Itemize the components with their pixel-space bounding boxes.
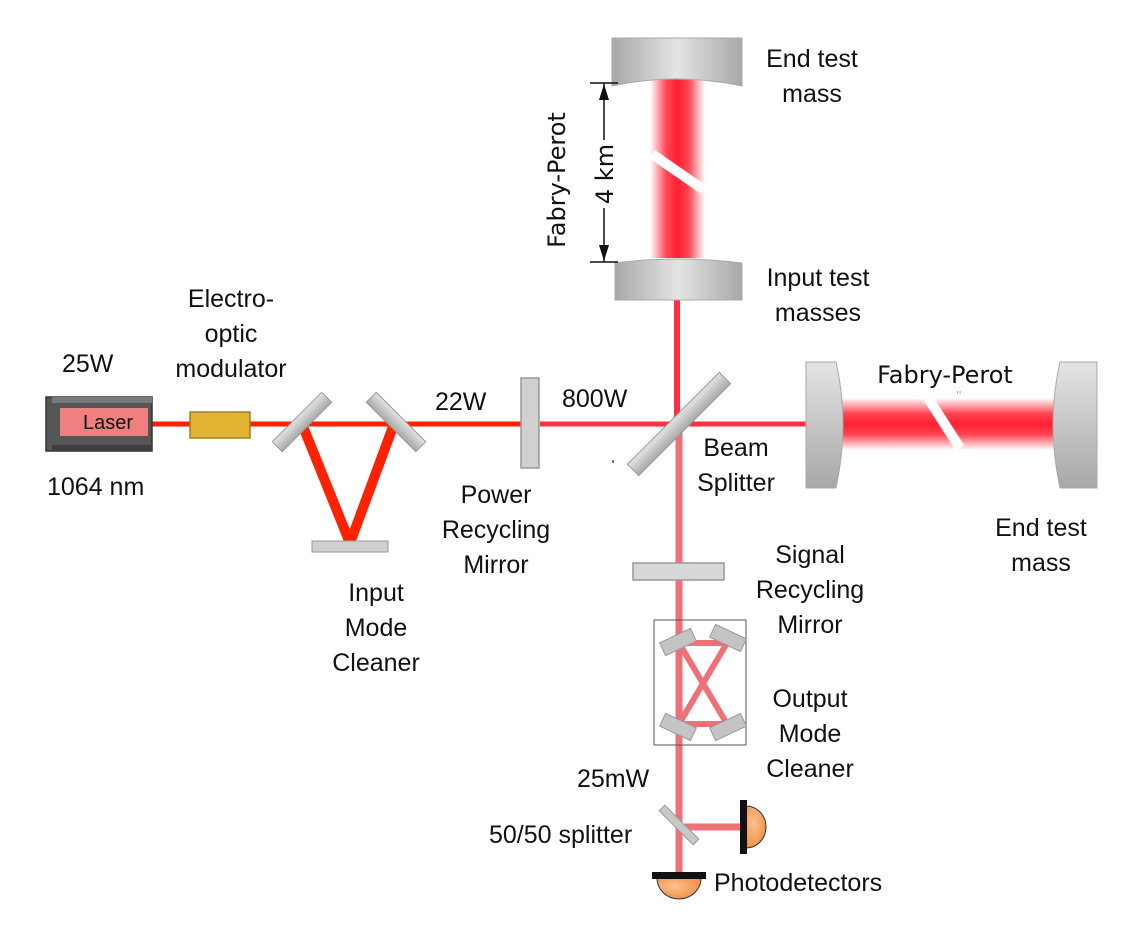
label-prm-line2: Recycling	[442, 516, 550, 544]
label-power-800w: 800W	[562, 385, 628, 413]
imc-mirror-bottom	[311, 540, 389, 553]
laser-window	[60, 408, 148, 436]
label-imc-line3: Cleaner	[332, 649, 420, 677]
imc-beam-right	[345, 422, 399, 545]
label-wavelength: 1064 nm	[47, 473, 144, 501]
label-etm-right-line1: End test	[995, 514, 1087, 542]
laser-bottom-plate	[52, 445, 152, 451]
stray-mark: ''	[956, 390, 962, 401]
label-omc-line2: Mode	[779, 720, 842, 748]
beams	[150, 78, 1057, 878]
omc-box	[653, 619, 747, 746]
laser: Laser	[45, 396, 153, 452]
label-power-22w: 22W	[435, 388, 487, 416]
label-imc-line1: Input	[348, 579, 404, 607]
stray-dot	[612, 460, 614, 463]
photodetector-right	[740, 800, 767, 854]
imc-mirror-left	[271, 391, 333, 453]
label-arm-length: 4 km	[591, 144, 619, 204]
label-power-25mw: 25mW	[577, 765, 650, 793]
input-test-mass-top	[614, 258, 743, 301]
label-etm-top-line1: End test	[766, 45, 858, 73]
label-srm-line3: Mirror	[777, 611, 842, 639]
horizontal-arm-break	[923, 395, 965, 451]
end-test-mass-top	[611, 37, 743, 87]
omc-mirror-bl	[658, 712, 698, 742]
imc-mirror-right	[365, 391, 427, 453]
label-etm-top-line2: mass	[782, 80, 842, 108]
end-test-mass-right	[1052, 361, 1098, 489]
label-fabry-perot-vertical: Fabry-Perot	[543, 112, 571, 248]
input-test-mass-right	[805, 361, 844, 489]
laser-label: Laser	[83, 412, 133, 434]
omc-mirror-tr	[708, 623, 748, 653]
omc-mirror-br	[708, 712, 748, 742]
imc-beam-left	[297, 422, 355, 545]
label-itm-line2: masses	[775, 299, 861, 327]
label-prm-line3: Mirror	[463, 551, 528, 579]
beam-splitter	[626, 371, 732, 477]
label-photodetectors: Photodetectors	[714, 869, 882, 897]
label-eom-line3: modulator	[175, 355, 286, 383]
label-eom-line1: Electro-	[188, 285, 274, 313]
label-srm-line1: Signal	[775, 541, 845, 569]
labels: 25W 1064 nm Electro- optic modulator 22W…	[47, 45, 1087, 897]
label-prm-line1: Power	[461, 481, 532, 509]
electro-optic-modulator	[189, 411, 251, 439]
power-recycling-mirror	[520, 377, 540, 469]
label-omc-line3: Cleaner	[766, 755, 854, 783]
arm-length-marker	[590, 82, 618, 263]
output-mode-cleaner	[653, 619, 748, 746]
omc-mirror-tl	[658, 627, 698, 657]
vertical-arm-break	[649, 149, 707, 195]
laser-top-plate	[52, 397, 152, 403]
label-itm-line1: Input test	[767, 264, 870, 292]
label-splitter: 50/50 splitter	[489, 821, 632, 849]
omc-beam-3	[676, 641, 730, 726]
label-power-25w: 25W	[62, 350, 114, 378]
label-omc-line1: Output	[772, 685, 847, 713]
signal-recycling-mirror	[632, 562, 725, 581]
fifty-fifty-splitter	[658, 804, 700, 846]
label-imc-line2: Mode	[345, 614, 408, 642]
label-srm-line2: Recycling	[756, 576, 864, 604]
label-eom-line2: optic	[205, 320, 258, 348]
label-bs-line1: Beam	[703, 434, 768, 462]
label-fabry-perot-horizontal: Fabry-Perot	[877, 361, 1013, 389]
photodetector-bottom	[652, 872, 706, 900]
label-bs-line2: Splitter	[697, 469, 775, 497]
label-etm-right-line2: mass	[1011, 549, 1071, 577]
